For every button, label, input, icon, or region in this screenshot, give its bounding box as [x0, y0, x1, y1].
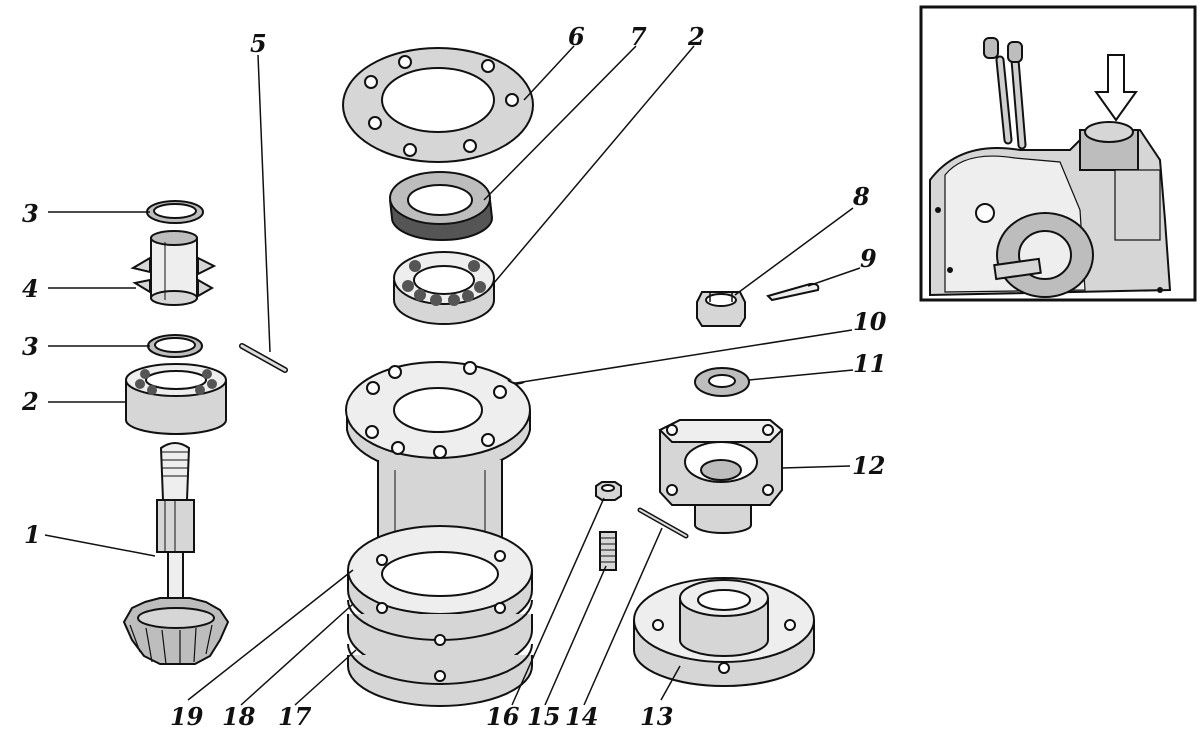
- gearbox-housing-sketch: [929, 37, 1172, 298]
- shim-stack: [347, 525, 533, 707]
- flange-13: [633, 577, 815, 687]
- callout-14: 14: [565, 702, 598, 731]
- callout-3-top: 3: [22, 199, 39, 228]
- washer-11: [694, 367, 750, 397]
- callout-labels: 3 4 3 2 1 5 6 7 2 8 9 10 11 12 13 14 15 …: [21, 22, 887, 731]
- callout-11: 11: [853, 349, 886, 378]
- ball-bearing-2-left: [125, 363, 227, 435]
- callout-1: 1: [24, 520, 41, 549]
- bevel-gear-shaft-1: [122, 442, 230, 665]
- oil-seal-7: [389, 171, 494, 241]
- drive-flange-12: [658, 419, 784, 534]
- callout-5: 5: [250, 29, 267, 58]
- callout-17: 17: [278, 702, 312, 731]
- lock-sleeve-4: [130, 230, 217, 306]
- callout-10: 10: [853, 307, 887, 336]
- callout-16: 16: [486, 702, 520, 731]
- inset-view: [919, 5, 1197, 302]
- ball-bearing-2-center: [393, 251, 495, 325]
- cotter-pin-9: [766, 282, 820, 302]
- castle-nut-8: [696, 291, 746, 327]
- callout-12: 12: [852, 451, 885, 480]
- washer-3-top: [146, 200, 204, 224]
- callout-18: 18: [222, 702, 256, 731]
- callout-4: 4: [22, 274, 39, 303]
- callout-7: 7: [630, 22, 647, 51]
- callout-9: 9: [860, 244, 877, 273]
- bearing-housing-10: [345, 361, 531, 561]
- pin-14: [637, 507, 689, 539]
- pin-5: [239, 343, 288, 373]
- callout-15: 15: [527, 702, 560, 731]
- callout-6: 6: [568, 22, 585, 51]
- leader-lines: [44, 45, 861, 706]
- gasket-6: [342, 47, 534, 163]
- callout-2-center: 2: [687, 22, 705, 51]
- nut-16: [595, 481, 622, 501]
- callout-8: 8: [852, 182, 870, 211]
- arrow-pointer-icon: [1094, 54, 1138, 122]
- callout-3-lower: 3: [22, 332, 39, 361]
- callout-13: 13: [640, 702, 673, 731]
- callout-19: 19: [170, 702, 204, 731]
- callout-2-left: 2: [21, 387, 39, 416]
- stud-15: [599, 531, 617, 571]
- washer-3-lower: [147, 334, 203, 358]
